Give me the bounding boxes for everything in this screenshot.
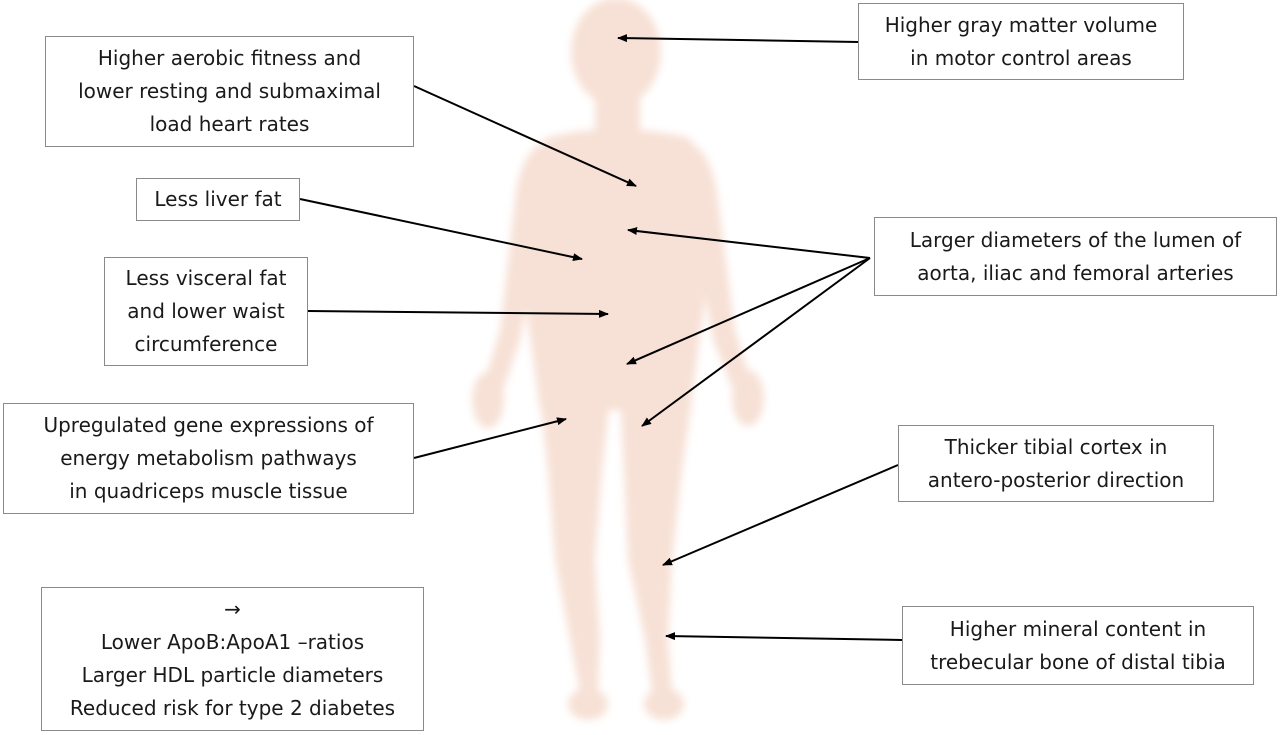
blood-arrow-icon: → — [224, 597, 241, 621]
mineral-content-box: Higher mineral content in trebecular bon… — [902, 606, 1254, 685]
tibial-line-1: Thicker tibial cortex in — [944, 434, 1168, 459]
arrow-liver — [299, 198, 583, 262]
arteries-line-2: aorta, iliac and femoral arteries — [917, 260, 1234, 285]
visceral-line-1: Less visceral fat — [125, 266, 287, 290]
arrow-tibial — [662, 464, 899, 566]
gray-matter-box: Higher gray matter volume in motor contr… — [858, 3, 1184, 80]
liver-fat-box: Less liver fat — [136, 178, 300, 221]
gene-line-2: energy metabolism pathways — [60, 446, 357, 470]
blood-line-diabetes: Reduced risk for type 2 diabetes — [69, 696, 396, 720]
arrow-mineral — [665, 632, 903, 641]
mineral-line-1: Higher mineral content in — [949, 616, 1207, 641]
visceral-line-2: and lower waist — [127, 299, 285, 323]
blood-markers-box: → Lower ApoB:ApoA1 –ratios Larger HDL pa… — [41, 587, 424, 731]
gray-matter-line-1: Higher gray matter volume — [884, 12, 1158, 37]
visceral-fat-box: Less visceral fat and lower waist circum… — [104, 257, 308, 366]
tibial-line-2: antero-posterior direction — [927, 467, 1185, 492]
blood-line-apob: Lower ApoB:ApoA1 –ratios — [100, 630, 365, 654]
aerobic-line-1: Higher aerobic fitness and — [97, 46, 362, 70]
arteries-box: Larger diameters of the lumen of aorta, … — [874, 217, 1277, 296]
arrow-arteries-iliac — [626, 257, 871, 365]
gene-line-3: in quadriceps muscle tissue — [69, 479, 348, 503]
aerobic-line-2: lower resting and submaximal — [78, 79, 381, 103]
aerobic-fitness-box: Higher aerobic fitness and lower resting… — [45, 36, 414, 147]
visceral-line-3: circumference — [134, 332, 278, 356]
mineral-line-2: trebecular bone of distal tibia — [930, 649, 1226, 674]
gene-expression-box: Upregulated gene expressions of energy m… — [3, 403, 414, 514]
arrow-visceral — [307, 309, 609, 318]
gray-matter-line-2: in motor control areas — [910, 45, 1132, 70]
arrow-gene — [413, 417, 567, 459]
arteries-line-1: Larger diameters of the lumen of — [909, 227, 1242, 252]
tibial-cortex-box: Thicker tibial cortex in antero-posterio… — [898, 425, 1214, 502]
arrow-arteries-aorta — [627, 227, 871, 259]
arrow-gray-matter — [617, 34, 859, 43]
liver-line-1: Less liver fat — [154, 187, 282, 211]
blood-line-hdl: Larger HDL particle diameters — [81, 663, 384, 687]
arrow-arteries-femoral — [641, 257, 871, 427]
gene-line-1: Upregulated gene expressions of — [43, 413, 374, 437]
aerobic-line-3: load heart rates — [149, 112, 310, 136]
arrow-aerobic — [413, 85, 637, 187]
